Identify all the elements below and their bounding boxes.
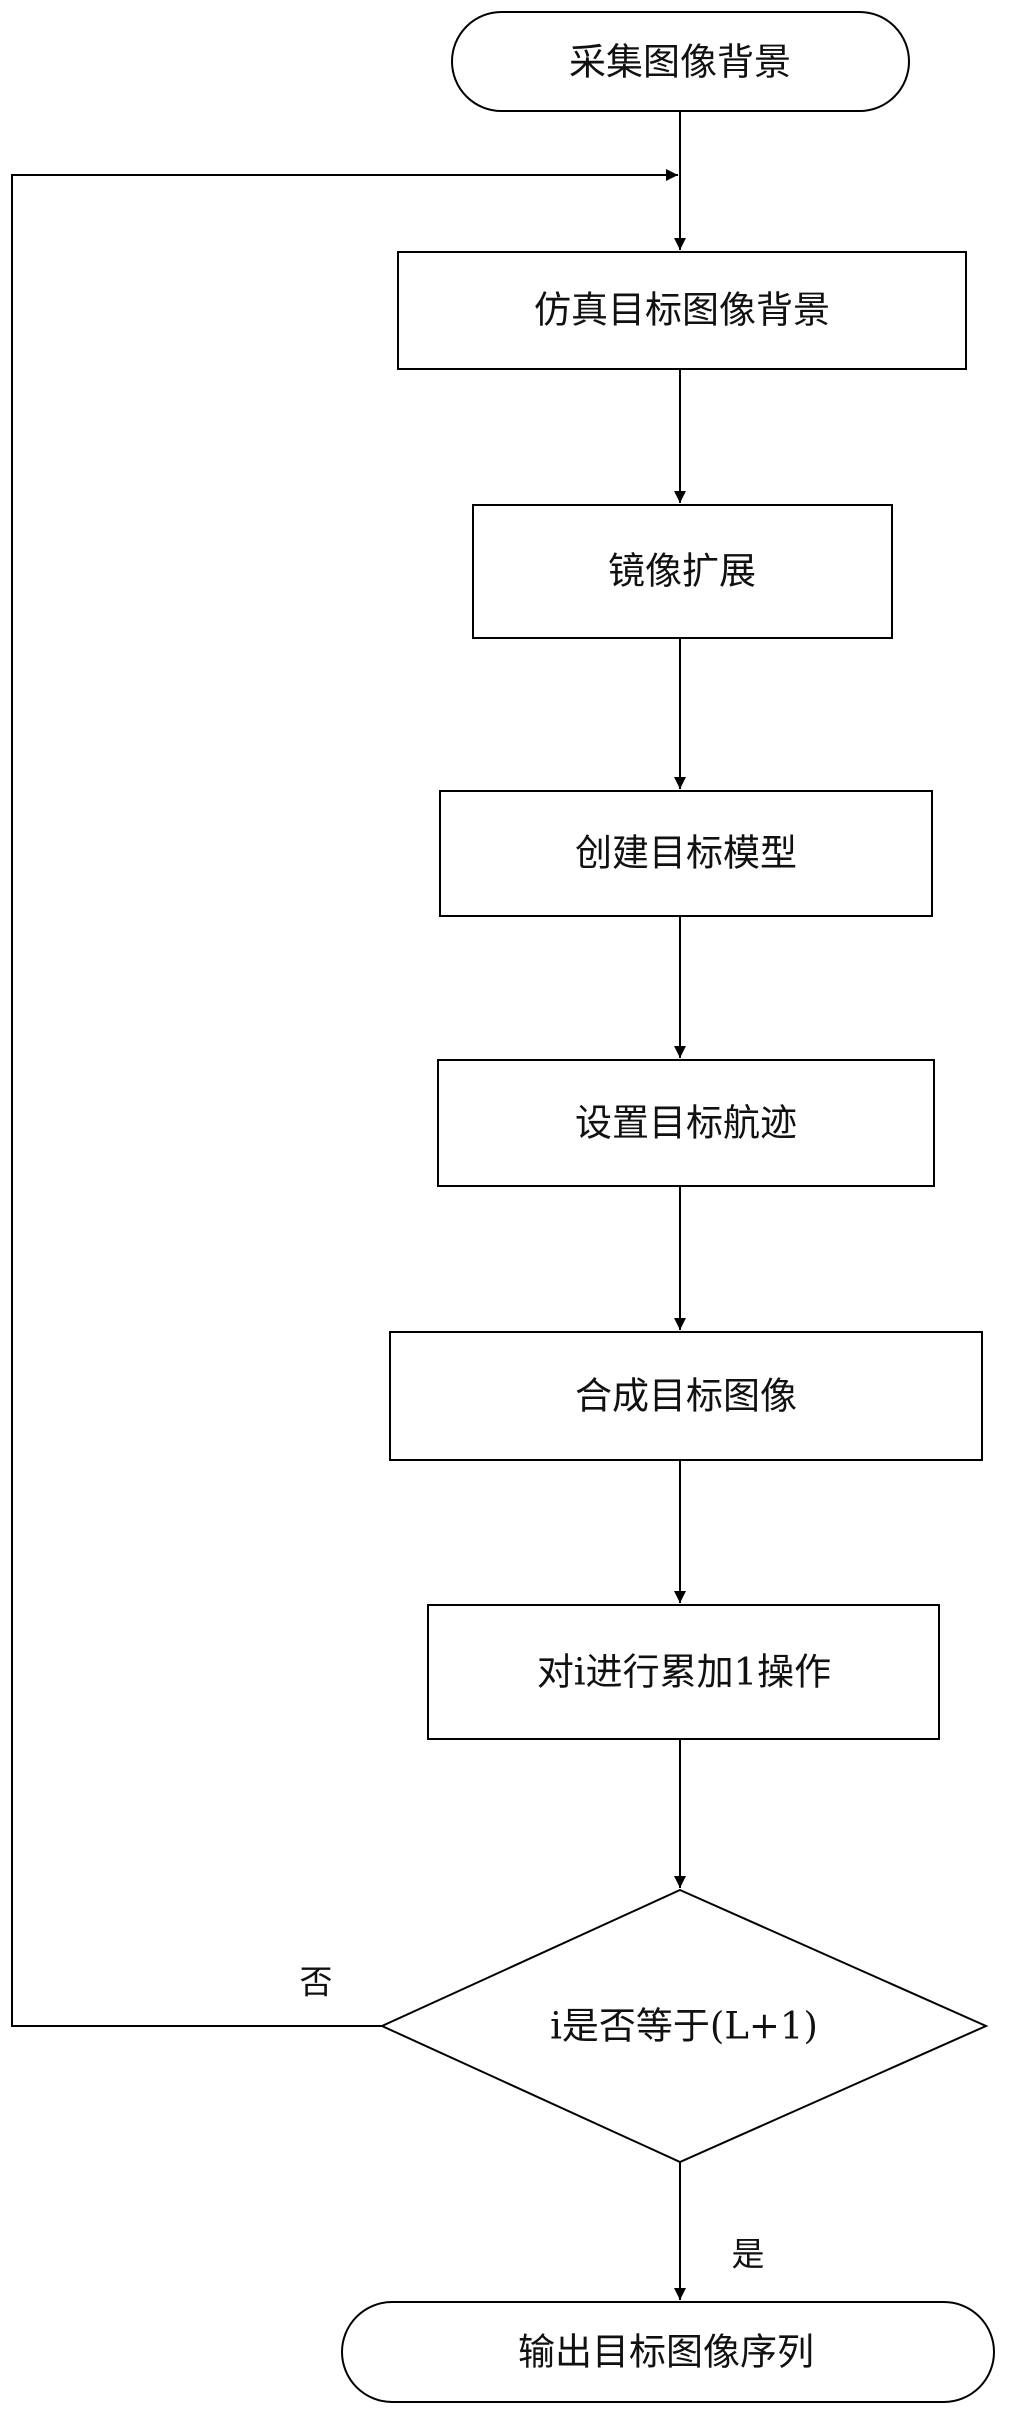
process-box-increment-i — [427, 1604, 940, 1740]
decision-label: i是否等于(L+1) — [550, 2005, 818, 2048]
branch-label-yes: 是 — [732, 2235, 765, 2274]
process-label-increment-i: 对i进行累加1操作 — [537, 1651, 831, 1694]
process-box-set-trajectory — [437, 1059, 935, 1187]
process-label-create-model: 创建目标模型 — [575, 832, 797, 875]
process-box-create-model — [439, 790, 933, 917]
process-label-simulate-background: 仿真目标图像背景 — [534, 289, 830, 332]
loop-back-connector-no — [11, 169, 678, 2027]
branch-label-no: 否 — [300, 1963, 333, 2002]
process-label-compose-image: 合成目标图像 — [575, 1375, 797, 1418]
process-box-simulate-background — [397, 251, 967, 370]
process-label-mirror-expand: 镜像扩展 — [608, 550, 756, 593]
process-box-mirror-expand — [472, 504, 893, 639]
process-label-set-trajectory: 设置目标航迹 — [575, 1102, 797, 1145]
end-label: 输出目标图像序列 — [518, 2331, 814, 2374]
end-terminal — [341, 2301, 995, 2403]
process-box-compose-image — [389, 1331, 983, 1461]
start-label: 采集图像背景 — [569, 41, 791, 84]
